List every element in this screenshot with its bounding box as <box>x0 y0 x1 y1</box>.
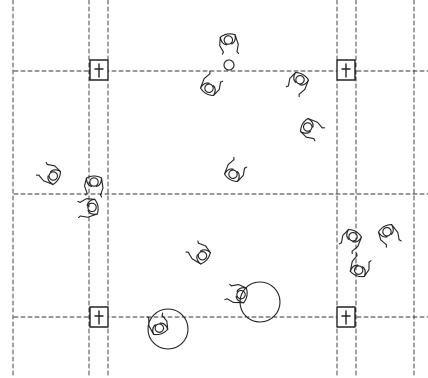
column-top-right <box>337 60 355 80</box>
person-figure <box>376 222 403 249</box>
person-figure <box>222 157 249 184</box>
person-figure <box>225 283 249 305</box>
small-circle <box>224 60 234 70</box>
person-figure <box>185 239 213 267</box>
circles <box>148 60 280 349</box>
horizontal-grid-lines <box>14 71 428 317</box>
person-figure <box>348 253 373 279</box>
person-figure <box>218 32 240 56</box>
column-bottom-left <box>90 307 108 327</box>
person-figure <box>298 116 325 143</box>
person-figure <box>146 311 171 337</box>
person-figure <box>198 71 225 98</box>
person-figure <box>337 227 364 254</box>
person-figure <box>36 160 63 187</box>
person-figure <box>76 197 100 219</box>
column-top-left <box>90 60 108 80</box>
person-figure <box>284 70 311 97</box>
column-bottom-right <box>337 307 355 327</box>
columns <box>90 60 355 327</box>
